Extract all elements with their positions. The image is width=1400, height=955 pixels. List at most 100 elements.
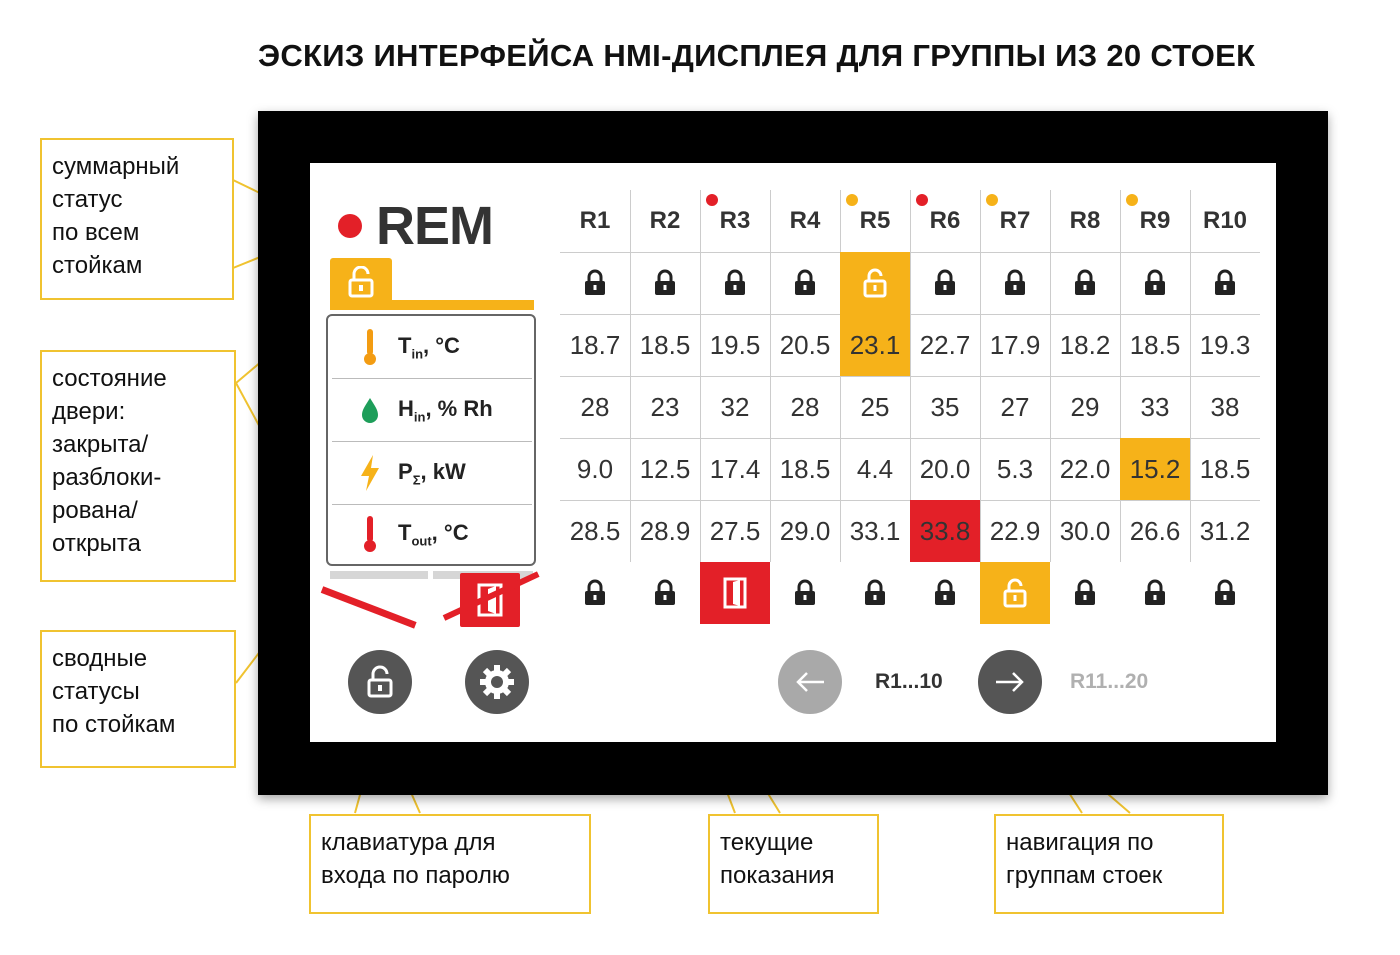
padlock-icon: [1215, 269, 1235, 295]
reading-t-in: 18.5: [639, 329, 691, 360]
rack-header[interactable]: R3: [719, 207, 751, 234]
prev-group-button[interactable]: [778, 650, 842, 714]
reading-t-out: 28.9: [639, 515, 691, 546]
legend-divider: [332, 504, 532, 505]
door-state-locked: [840, 562, 910, 624]
rack-header[interactable]: R1: [579, 207, 611, 234]
callout-line: открыта: [52, 530, 141, 557]
callout-line: показания: [720, 862, 835, 889]
reading-h-in: 27: [1000, 391, 1030, 422]
reading-h-in: 28: [580, 391, 610, 422]
reading-t-out: 27.5: [709, 515, 761, 546]
door-state-locked: [700, 252, 770, 314]
padlock-icon: [725, 269, 745, 295]
callout-line: по всем: [52, 219, 140, 246]
reading-t-in: 18.7: [569, 329, 621, 360]
padlock-icon: [1145, 269, 1165, 295]
door-state-locked: [1190, 562, 1260, 624]
reading-p-sum: 18.5: [1199, 453, 1251, 484]
reading-t-in: 23.1: [840, 314, 910, 376]
reading-t-in: 20.5: [779, 329, 831, 360]
door-state-locked: [1050, 562, 1120, 624]
rack-header[interactable]: R6: [929, 207, 961, 234]
callout-line: состояние: [52, 365, 167, 392]
callout-line: входа по паролю: [321, 862, 510, 889]
callout-line: навигация по: [1006, 829, 1154, 856]
callout-readings: текущие показания: [708, 814, 879, 914]
door-state-locked: [770, 562, 840, 624]
grid-row-divider: [560, 438, 1260, 439]
reading-t-in: 22.7: [919, 329, 971, 360]
door-state-tab[interactable]: [330, 258, 392, 306]
door-state-locked: [630, 562, 700, 624]
reading-t-in: 17.9: [989, 329, 1041, 360]
unlocked-padlock-icon: [367, 665, 393, 698]
legend-subscript: Σ: [412, 472, 421, 488]
padlock-icon: [1075, 579, 1095, 605]
reading-t-out: 31.2: [1199, 515, 1251, 546]
legend-unit: , °C: [431, 519, 469, 545]
reading-p-sum: 22.0: [1059, 453, 1111, 484]
rack-header[interactable]: R8: [1069, 207, 1101, 234]
callout-rack-statuses: сводные статусы по стойкам: [40, 630, 236, 768]
reading-h-in: 28: [790, 391, 820, 422]
reading-p-sum: 12.5: [639, 453, 691, 484]
grid-row-divider: [560, 376, 1260, 377]
rack-status-dot-yellow: [1126, 194, 1138, 206]
reading-p-sum: 20.0: [919, 453, 971, 484]
water-drop-green-icon: [362, 398, 378, 423]
rack-header[interactable]: R10: [1202, 207, 1248, 234]
callout-line: стойкам: [52, 252, 143, 279]
unlocked-padlock-icon: [863, 268, 887, 298]
legend-row-p-sum: PΣ, kW: [332, 442, 532, 504]
thermometer-red-icon: [364, 516, 376, 552]
callout-line: статус: [52, 186, 123, 213]
door-open-icon: [723, 577, 747, 609]
legend-divider: [332, 378, 532, 379]
padlock-icon: [795, 579, 815, 605]
reading-t-out: 22.9: [989, 515, 1041, 546]
reading-h-in: 29: [1070, 391, 1100, 422]
next-group-label[interactable]: R11...20: [1070, 670, 1149, 693]
door-state-bar: [330, 300, 534, 310]
settings-button[interactable]: [465, 650, 529, 714]
summary-door-open-indicator: [460, 573, 520, 627]
reading-p-sum: 17.4: [709, 453, 761, 484]
rack-header[interactable]: R9: [1139, 207, 1171, 234]
rack-status-dot-yellow: [846, 194, 858, 206]
arrow-right-icon: [996, 672, 1024, 692]
rack-header[interactable]: R2: [649, 207, 681, 234]
padlock-icon: [1145, 579, 1165, 605]
legend-symbol: H: [398, 395, 414, 421]
legend-row-t-in: Tin, °C: [332, 316, 532, 378]
padlock-icon: [585, 579, 605, 605]
legend-divider: [332, 441, 532, 442]
reading-h-in: 32: [720, 391, 750, 422]
reading-h-in: 35: [930, 391, 960, 422]
current-group-label: R1...10: [875, 670, 943, 693]
reading-t-in: 18.5: [1129, 329, 1181, 360]
padlock-icon: [585, 269, 605, 295]
callout-summary-status: суммарный статус по всем стойкам: [40, 138, 234, 300]
summary-status-text: REM: [376, 196, 494, 256]
keypad-button[interactable]: [348, 650, 412, 714]
padlock-icon: [935, 579, 955, 605]
legend-subscript: in: [413, 409, 426, 425]
rack-header[interactable]: R4: [789, 207, 821, 234]
door-state-locked: [630, 252, 700, 314]
reading-p-sum: 4.4: [856, 453, 894, 484]
legend-unit: , % Rh: [425, 395, 493, 421]
rack-header[interactable]: R7: [999, 207, 1031, 234]
grid-row-divider: [560, 252, 1260, 253]
status-dot-red: [338, 214, 362, 238]
rack-header[interactable]: R5: [859, 207, 891, 234]
door-state-locked: [1050, 252, 1120, 314]
padlock-icon: [655, 269, 675, 295]
door-state-locked: [560, 562, 630, 624]
padlock-icon: [1215, 579, 1235, 605]
legend-unit: , °C: [423, 332, 460, 358]
callout-door-state: состояние двери: закрыта/ разблоки- рова…: [40, 350, 236, 582]
callout-keypad: клавиатура для входа по паролю: [309, 814, 591, 914]
next-group-button[interactable]: [978, 650, 1042, 714]
reading-t-out: 28.5: [569, 515, 621, 546]
